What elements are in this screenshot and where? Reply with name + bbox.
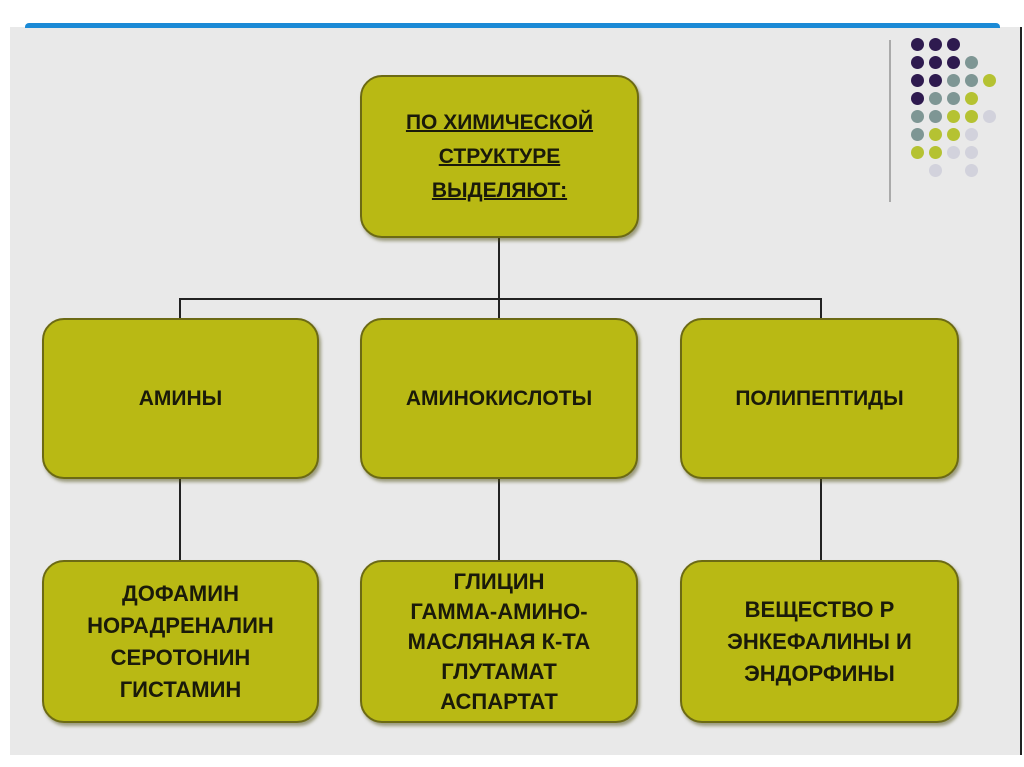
- dot: [911, 74, 924, 87]
- category-box-amino-acids: АМИНОКИСЛОТЫ: [360, 318, 638, 479]
- slide-top-accent-bar: [25, 23, 1000, 28]
- connector: [179, 478, 181, 561]
- dot: [929, 56, 942, 69]
- dot: [965, 74, 978, 87]
- dot: [911, 56, 924, 69]
- examples-box-amino-acids: ГЛИЦИН ГАММА-АМИНО- МАСЛЯНАЯ К-ТА ГЛУТАМ…: [360, 560, 638, 723]
- connector: [498, 237, 500, 300]
- dot: [983, 74, 996, 87]
- examples-box-polypeptides: ВЕЩЕСТВО Р ЭНКЕФАЛИНЫ И ЭНДОРФИНЫ: [680, 560, 959, 723]
- dot: [983, 110, 996, 123]
- category-box-polypeptides: ПОЛИПЕПТИДЫ: [680, 318, 959, 479]
- dot: [947, 110, 960, 123]
- examples-list: ВЕЩЕСТВО Р ЭНКЕФАЛИНЫ И ЭНДОРФИНЫ: [727, 596, 912, 686]
- dot: [929, 164, 942, 177]
- dot: [911, 146, 924, 159]
- dot: [911, 92, 924, 105]
- connector: [498, 478, 500, 561]
- category-label: ПОЛИПЕПТИДЫ: [735, 386, 904, 410]
- dot: [929, 146, 942, 159]
- dot: [947, 38, 960, 51]
- connector: [179, 298, 181, 319]
- connector: [820, 298, 822, 319]
- dot: [965, 146, 978, 159]
- category-label: АМИНЫ: [138, 386, 223, 410]
- dot: [965, 110, 978, 123]
- connector: [498, 298, 500, 319]
- dot: [911, 128, 924, 141]
- dot: [929, 110, 942, 123]
- dot: [929, 92, 942, 105]
- dot: [947, 92, 960, 105]
- dot: [965, 164, 978, 177]
- dot: [929, 38, 942, 51]
- examples-list: ГЛИЦИН ГАММА-АМИНО- МАСЛЯНАЯ К-ТА ГЛУТАМ…: [407, 568, 591, 714]
- dot: [965, 92, 978, 105]
- dot: [947, 128, 960, 141]
- category-box-amines: АМИНЫ: [42, 318, 319, 479]
- decorative-vertical-rule: [889, 40, 891, 202]
- connector: [179, 298, 822, 300]
- root-box: ПО ХИМИЧЕСКОЙ СТРУКТУРЕ ВЫДЕЛЯЮТ:: [360, 75, 639, 238]
- examples-box-amines: ДОФАМИН НОРАДРЕНАЛИН СЕРОТОНИН ГИСТАМИН: [42, 560, 319, 723]
- dot: [947, 74, 960, 87]
- examples-list: ДОФАМИН НОРАДРЕНАЛИН СЕРОТОНИН ГИСТАМИН: [87, 580, 274, 702]
- category-label: АМИНОКИСЛОТЫ: [405, 386, 593, 410]
- dot: [929, 128, 942, 141]
- dot: [929, 74, 942, 87]
- dot: [911, 38, 924, 51]
- dot: [911, 110, 924, 123]
- dot: [965, 56, 978, 69]
- dot: [947, 146, 960, 159]
- dot: [947, 56, 960, 69]
- connector: [820, 478, 822, 561]
- root-label: ПО ХИМИЧЕСКОЙ СТРУКТУРЕ ВЫДЕЛЯЮТ:: [405, 110, 594, 202]
- dot: [965, 128, 978, 141]
